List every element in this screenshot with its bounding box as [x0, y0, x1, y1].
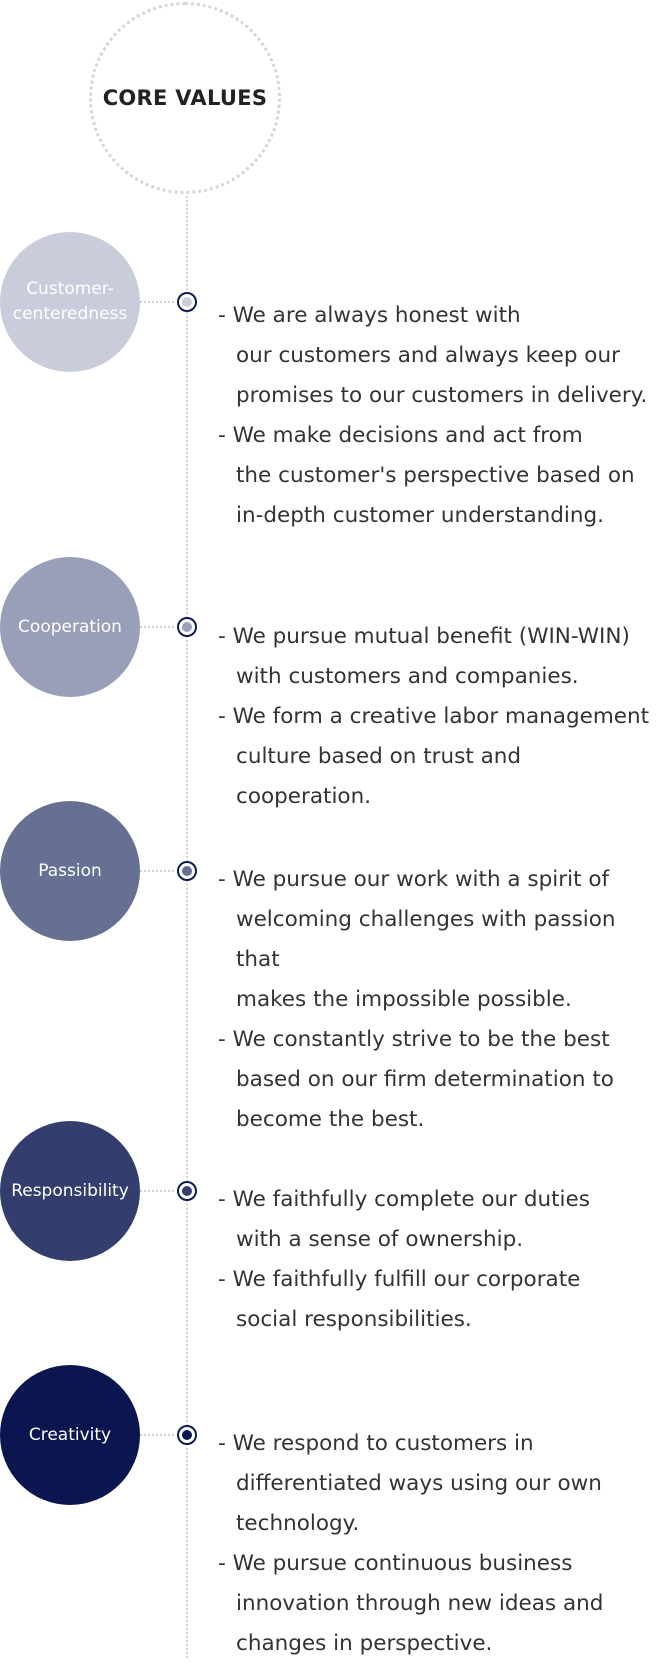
description-item: - We faithfully fulfill our corporate so…: [218, 1267, 581, 1332]
timeline-node: [177, 861, 197, 881]
core-values-title-circle: CORE VALUES: [89, 2, 281, 194]
description-item: - We make decisions and act from the cus…: [218, 423, 635, 528]
value-circle: Cooperation: [0, 557, 140, 697]
timeline-node: [177, 1181, 197, 1201]
value-description: - We are always honest with our customer…: [218, 296, 662, 536]
timeline-node: [177, 292, 197, 312]
value-circle: Passion: [0, 801, 140, 941]
connector-line: [140, 1190, 174, 1192]
page-title: CORE VALUES: [102, 86, 268, 110]
value-description: - We pursue mutual benefit (WIN-WIN) wit…: [218, 617, 662, 817]
value-label: Customer- centeredness: [12, 279, 128, 324]
description-item: - We pursue continuous business innovati…: [218, 1551, 604, 1656]
description-item: - We pursue our work with a spirit of we…: [218, 867, 616, 1012]
value-label: Cooperation: [18, 616, 122, 637]
value-label: Responsibility: [11, 1180, 129, 1201]
value-description: - We faithfully complete our duties with…: [218, 1180, 662, 1340]
description-item: - We respond to customers in differentia…: [218, 1431, 602, 1536]
value-circle: Responsibility: [0, 1121, 140, 1261]
timeline-line: [186, 196, 188, 1658]
value-label: Creativity: [28, 1424, 112, 1445]
connector-line: [140, 301, 174, 303]
description-item: - We constantly strive to be the best ba…: [218, 1027, 614, 1132]
description-item: - We are always honest with our customer…: [218, 303, 648, 408]
connector-line: [140, 626, 174, 628]
description-item: - We pursue mutual benefit (WIN-WIN) wit…: [218, 624, 630, 689]
timeline-node: [177, 617, 197, 637]
value-circle: Creativity: [0, 1365, 140, 1505]
value-description: - We respond to customers in differentia…: [218, 1424, 662, 1664]
description-item: - We form a creative labor management cu…: [218, 704, 650, 809]
connector-line: [140, 1434, 174, 1436]
value-circle: Customer- centeredness: [0, 232, 140, 372]
timeline-node: [177, 1425, 197, 1445]
connector-line: [140, 870, 174, 872]
value-label: Passion: [38, 860, 102, 881]
description-item: - We faithfully complete our duties with…: [218, 1187, 590, 1252]
value-description: - We pursue our work with a spirit of we…: [218, 860, 662, 1140]
